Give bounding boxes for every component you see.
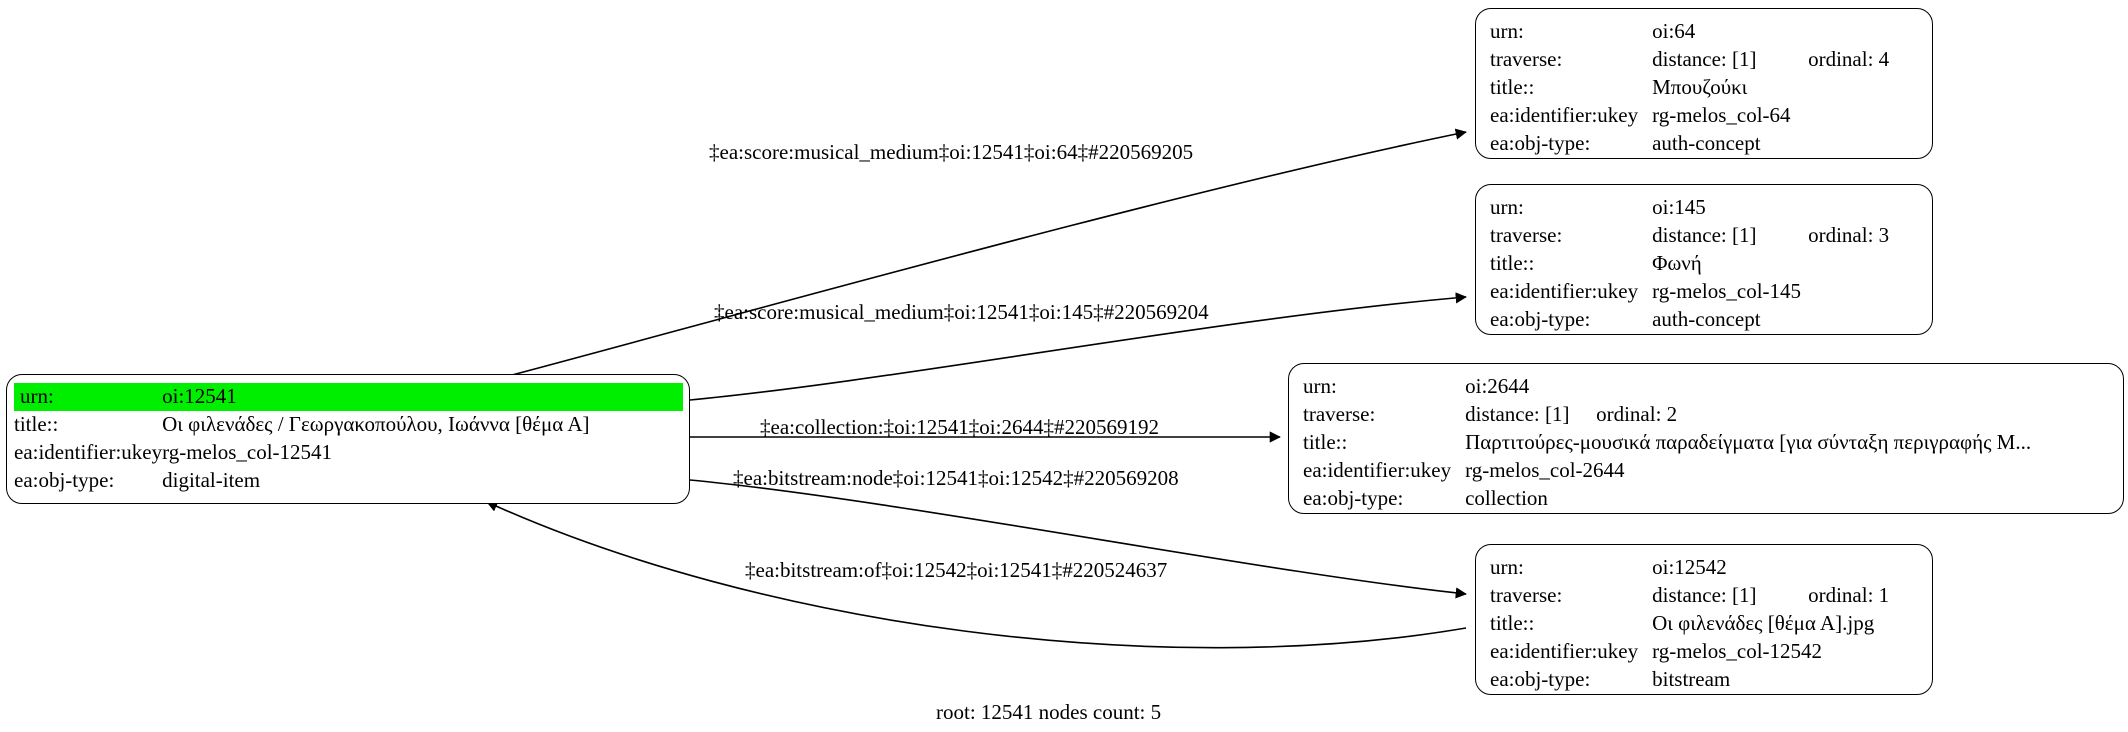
- field-label-ukey: ea:identifier:ukey: [1490, 639, 1639, 663]
- node-fields: urn: oi:12542 traverse: distance: [1] or…: [1490, 554, 1920, 694]
- graph-caption: root: 12541 nodes count: 5: [936, 700, 1162, 724]
- field-label-title: title::: [1490, 611, 1535, 635]
- field-value-traverse-ordinal: ordinal: 2: [1596, 402, 1678, 426]
- field-value-objtype: bitstream: [1652, 667, 1731, 691]
- node-row-title: title:: Οι φιλενάδες / Γεωργακοπούλου, Ι…: [14, 411, 683, 439]
- node-fields: urn: oi:145 traverse: distance: [1] ordi…: [1490, 194, 1920, 334]
- field-value-objtype: auth-concept: [1652, 131, 1761, 155]
- field-value-title: Μπουζούκι: [1652, 75, 1748, 99]
- node-body: urn: oi:12542 traverse: distance: [1] or…: [1476, 545, 1932, 694]
- field-label-urn: urn:: [1303, 374, 1337, 398]
- field-label-urn: urn:: [14, 383, 163, 411]
- node-row-urn: urn: oi:12542: [1490, 554, 1920, 582]
- edge-label-score-musical-medium-64: ‡ea:score:musical_medium‡oi:12541‡oi:64‡…: [709, 140, 1194, 164]
- node-row-urn: urn: oi:145: [1490, 194, 1920, 222]
- node-row-title: title:: Μπουζούκι: [1490, 74, 1920, 102]
- node-row-traverse: traverse: distance: [1] ordinal: 1: [1490, 582, 1920, 610]
- field-value-urn: oi:145: [1652, 195, 1706, 219]
- node-row-title: title:: Φωνή: [1490, 250, 1920, 278]
- field-value-urn: oi:64: [1652, 19, 1696, 43]
- field-label-title: title::: [1490, 251, 1535, 275]
- node-row-traverse: traverse: distance: [1] ordinal: 4: [1490, 46, 1920, 74]
- node-row-objtype: ea:obj-type: collection: [1303, 485, 2111, 513]
- node-oi-2644[interactable]: urn: oi:2644 traverse: distance: [1] ord…: [1288, 363, 2124, 514]
- node-row-objtype: ea:obj-type: auth-concept: [1490, 306, 1920, 334]
- node-row-urn: urn: oi:2644: [1303, 373, 2111, 401]
- field-value-objtype: digital-item: [162, 468, 261, 492]
- field-value-ukey: rg-melos_col-2644: [1465, 458, 1625, 482]
- field-label-title: title::: [14, 412, 59, 436]
- field-label-title: title::: [1490, 75, 1535, 99]
- edge-label-collection-2644: ‡ea:collection:‡oi:12541‡oi:2644‡#220569…: [760, 415, 1159, 439]
- field-label-ukey: ea:identifier:ukey: [1490, 103, 1639, 127]
- field-value-traverse-ordinal: ordinal: 4: [1808, 47, 1890, 71]
- field-value-traverse-distance: distance: [1]: [1652, 47, 1757, 71]
- field-value-objtype: auth-concept: [1652, 307, 1761, 331]
- node-oi-145[interactable]: urn: oi:145 traverse: distance: [1] ordi…: [1475, 184, 1933, 335]
- field-value-ukey: rg-melos_col-145: [1652, 279, 1802, 303]
- field-label-ukey: ea:identifier:ukey: [14, 440, 163, 464]
- field-label-objtype: ea:obj-type:: [1490, 131, 1591, 155]
- field-label-objtype: ea:obj-type:: [1303, 486, 1404, 510]
- field-label-ukey: ea:identifier:ukey: [1490, 279, 1639, 303]
- field-value-traverse-ordinal: ordinal: 3: [1808, 223, 1890, 247]
- node-row-objtype: ea:obj-type: auth-concept: [1490, 130, 1920, 158]
- field-value-ukey: rg-melos_col-12542: [1652, 639, 1823, 663]
- field-value-ukey: rg-melos_col-12541: [162, 440, 333, 464]
- node-row-title: title:: Οι φιλενάδες [θέμα Α].jpg: [1490, 610, 1920, 638]
- node-row-ukey: ea:identifier:ukey rg-melos_col-64: [1490, 102, 1920, 130]
- field-label-urn: urn:: [1490, 19, 1524, 43]
- field-label-title: title::: [1303, 430, 1348, 454]
- node-oi-12541[interactable]: urn: oi:12541 title:: Οι φιλενάδες / Γεω…: [6, 374, 690, 504]
- node-fields: urn: oi:64 traverse: distance: [1] ordin…: [1490, 18, 1920, 158]
- field-value-title: Φωνή: [1652, 251, 1702, 275]
- node-fields: urn: oi:12541 title:: Οι φιλενάδες / Γεω…: [14, 383, 683, 495]
- field-label-objtype: ea:obj-type:: [1490, 667, 1591, 691]
- node-row-title: title:: Παρτιτούρες-μουσικά παραδείγματα…: [1303, 429, 2111, 457]
- edge-label-score-musical-medium-145: ‡ea:score:musical_medium‡oi:12541‡oi:145…: [714, 300, 1209, 324]
- field-value-ukey: rg-melos_col-64: [1652, 103, 1791, 127]
- node-oi-64[interactable]: urn: oi:64 traverse: distance: [1] ordin…: [1475, 8, 1933, 159]
- edge-path-score-musical-medium-64: [511, 128, 1467, 376]
- field-value-urn: oi:12542: [1652, 555, 1727, 579]
- field-label-objtype: ea:obj-type:: [14, 468, 115, 492]
- field-label-traverse: traverse:: [1303, 402, 1376, 426]
- node-row-objtype: ea:obj-type: bitstream: [1490, 666, 1920, 694]
- node-body: urn: oi:64 traverse: distance: [1] ordin…: [1476, 9, 1932, 158]
- node-row-ukey: ea:identifier:ukey rg-melos_col-2644: [1303, 457, 2111, 485]
- node-row-ukey: ea:identifier:ukey rg-melos_col-12541: [14, 439, 683, 467]
- edge-label-bitstream-node-12542: ‡ea:bitstream:node‡oi:12541‡oi:12542‡#22…: [733, 466, 1179, 490]
- field-value-title: Παρτιτούρες-μουσικά παραδείγματα [για σύ…: [1465, 430, 2032, 454]
- field-label-urn: urn:: [1490, 195, 1524, 219]
- node-row-traverse: traverse: distance: [1] ordinal: 3: [1490, 222, 1920, 250]
- field-label-ukey: ea:identifier:ukey: [1303, 458, 1452, 482]
- field-value-objtype: collection: [1465, 486, 1548, 510]
- node-row-objtype: ea:obj-type: digital-item: [14, 467, 683, 495]
- node-row-urn: urn: oi:64: [1490, 18, 1920, 46]
- node-body: urn: oi:12541 title:: Οι φιλενάδες / Γεω…: [7, 375, 689, 503]
- node-body: urn: oi:2644 traverse: distance: [1] ord…: [1289, 364, 2123, 513]
- field-value-traverse-distance: distance: [1]: [1652, 223, 1757, 247]
- field-value-title: Οι φιλενάδες [θέμα Α].jpg: [1652, 611, 1875, 635]
- node-body: urn: oi:145 traverse: distance: [1] ordi…: [1476, 185, 1932, 334]
- node-row-ukey: ea:identifier:ukey rg-melos_col-145: [1490, 278, 1920, 306]
- field-label-traverse: traverse:: [1490, 47, 1563, 71]
- node-oi-12542[interactable]: urn: oi:12542 traverse: distance: [1] or…: [1475, 544, 1933, 695]
- field-value-traverse-distance: distance: [1]: [1652, 583, 1757, 607]
- field-label-urn: urn:: [1490, 555, 1524, 579]
- node-row-traverse: traverse: distance: [1] ordinal: 2: [1303, 401, 2111, 429]
- edge-label-bitstream-of-12541: ‡ea:bitstream:of‡oi:12542‡oi:12541‡#2205…: [745, 558, 1168, 582]
- field-label-traverse: traverse:: [1490, 583, 1563, 607]
- node-row-urn: urn: oi:12541: [14, 383, 683, 411]
- field-label-traverse: traverse:: [1490, 223, 1563, 247]
- field-value-urn: oi:12541: [162, 383, 683, 411]
- field-label-objtype: ea:obj-type:: [1490, 307, 1591, 331]
- field-value-traverse-ordinal: ordinal: 1: [1808, 583, 1890, 607]
- node-row-ukey: ea:identifier:ukey rg-melos_col-12542: [1490, 638, 1920, 666]
- field-value-urn: oi:2644: [1465, 374, 1530, 398]
- field-value-title: Οι φιλενάδες / Γεωργακοπούλου, Ιωάννα [θ…: [162, 412, 590, 436]
- node-fields: urn: oi:2644 traverse: distance: [1] ord…: [1303, 373, 2111, 513]
- field-value-traverse-distance: distance: [1]: [1465, 402, 1570, 426]
